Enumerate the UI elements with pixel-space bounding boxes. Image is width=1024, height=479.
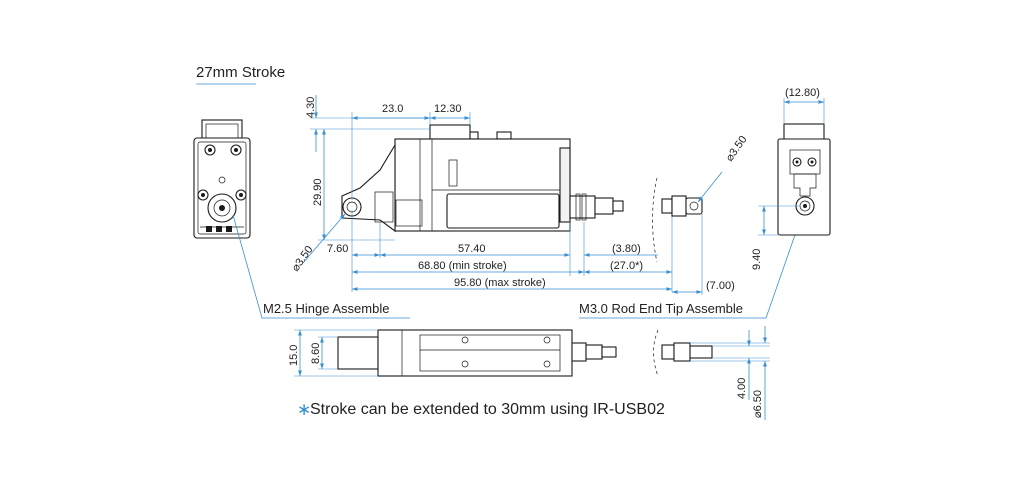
dim-95-80: 95.80 (max stroke): [454, 277, 546, 289]
dim-57-40: 57.40: [458, 243, 486, 255]
dim-4-30: 4.30: [305, 97, 317, 118]
dim-27-0: (27.0*): [610, 260, 643, 272]
dim-9-40: 9.40: [751, 249, 763, 270]
dim-4-00: 4.00: [736, 378, 748, 399]
dim-6-50: ⌀6.50: [752, 390, 764, 418]
rod-end-tip-view: [652, 177, 703, 263]
dim-12-30: 12.30: [434, 103, 462, 115]
dim-7-00: (7.00): [706, 280, 735, 292]
dim-3-80: (3.80): [612, 243, 641, 255]
asterisk-icon: ∗: [297, 400, 311, 419]
dim-29-90: 29.90: [312, 178, 324, 206]
dim-hinge-dia: ⌀3.50: [290, 244, 316, 274]
rod-end-view: [777, 123, 831, 236]
actuator-top-view: [337, 329, 713, 377]
rod-end-callout: M3.0 Rod End Tip Assemble: [579, 301, 743, 316]
diagram-title: 27mm Stroke: [196, 64, 285, 81]
dim-15-0: 15.0: [288, 345, 300, 366]
dim-23-0: 23.0: [382, 103, 403, 115]
stroke-note: Stroke can be extended to 30mm using IR-…: [310, 401, 665, 418]
actuator-side-view: [341, 124, 624, 233]
dim-12-80: (12.80): [785, 87, 820, 99]
hinge-end-view: [193, 119, 410, 319]
dim-8-60: 8.60: [310, 343, 322, 364]
dim-rod-dia: ⌀3.50: [724, 134, 750, 164]
hinge-callout: M2.5 Hinge Assemble: [263, 301, 389, 316]
dim-7-60: 7.60: [327, 243, 348, 255]
dim-68-80: 68.80 (min stroke): [418, 260, 507, 272]
